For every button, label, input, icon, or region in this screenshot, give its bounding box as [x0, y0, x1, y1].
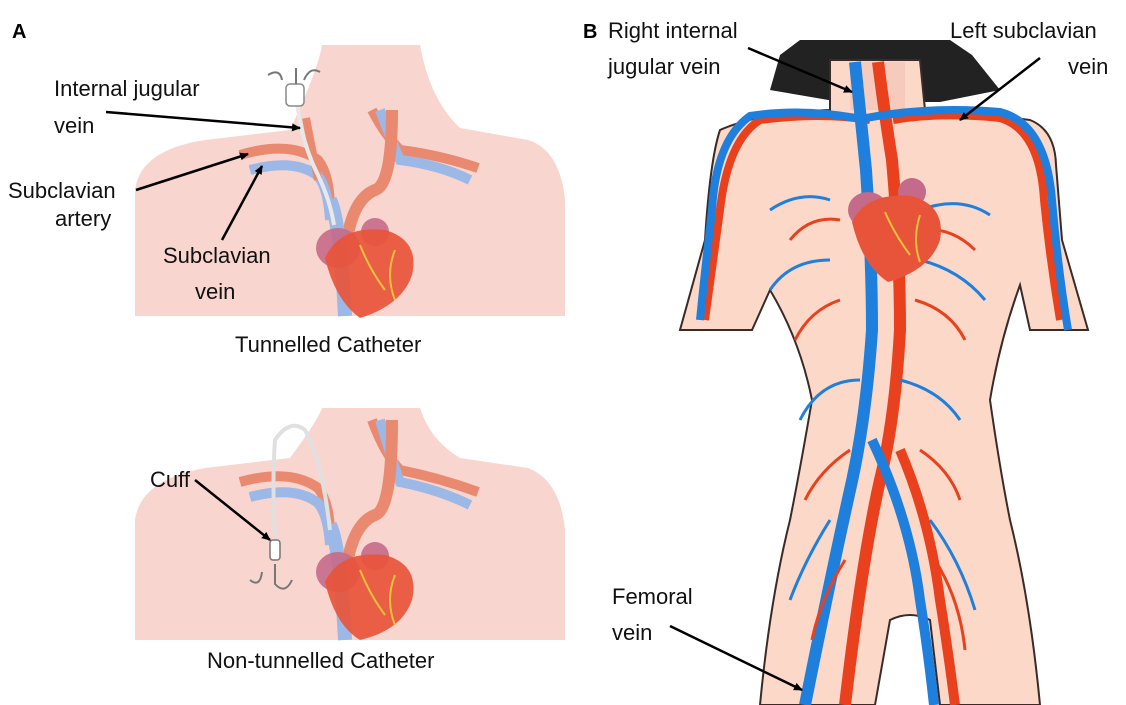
non-tunnelled-illustration [135, 408, 565, 640]
subclavian-vein-label-line1: Subclavian [163, 243, 271, 268]
catheter-hub-top [286, 84, 304, 106]
left-subclavian-label-line2: vein [1068, 54, 1108, 79]
cuff-label: Cuff [150, 467, 191, 492]
panel-b: B [583, 18, 1108, 705]
cuff-marker [270, 540, 280, 560]
panel-b-letter: B [583, 21, 597, 43]
left-subclavian-label-line1: Left subclavian [950, 18, 1097, 43]
right-ijv-label-line2: jugular vein [607, 54, 721, 79]
internal-jugular-label-line1: Internal jugular [54, 76, 200, 101]
right-ijv-label-line1: Right internal [608, 18, 738, 43]
subclavian-artery-label-line1: Subclavian [8, 178, 116, 203]
femoral-label-line1: Femoral [612, 584, 693, 609]
subclavian-artery-label-line2: artery [55, 206, 111, 231]
panel-a: A [8, 21, 565, 673]
femoral-label-line2: vein [612, 620, 652, 645]
internal-jugular-label-line2: vein [54, 113, 94, 138]
tunnelled-caption: Tunnelled Catheter [235, 332, 421, 357]
body-silhouette [680, 60, 1088, 705]
panel-a-letter: A [12, 21, 26, 43]
non-tunnelled-caption: Non-tunnelled Catheter [207, 648, 434, 673]
subclavian-vein-label-line2: vein [195, 279, 235, 304]
internal-jugular-arrow [106, 112, 300, 128]
